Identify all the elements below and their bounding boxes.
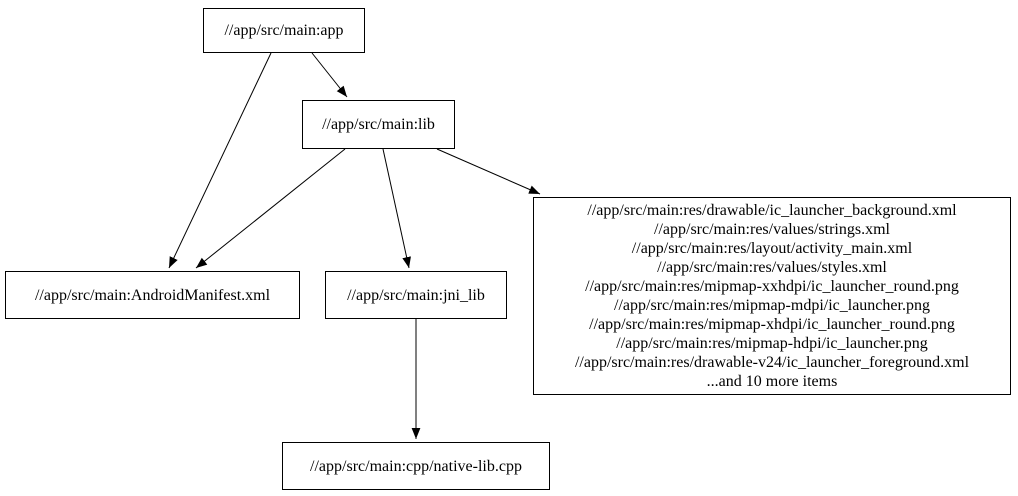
res-file-line: //app/src/main:res/layout/activity_main.… <box>631 240 913 257</box>
node-jni-lib-label: //app/src/main:jni_lib <box>347 286 485 304</box>
res-file-line: //app/src/main:res/values/strings.xml <box>654 221 890 238</box>
res-more-items-line: ...and 10 more items <box>706 373 838 390</box>
res-file-line: //app/src/main:res/drawable/ic_launcher_… <box>587 202 957 219</box>
node-lib-label: //app/src/main:lib <box>322 116 435 133</box>
edge-lib-to-res <box>436 148 541 195</box>
res-file-line: //app/src/main:res/values/styles.xml <box>657 259 887 276</box>
res-file-line: //app/src/main:res/mipmap-mdpi/ic_launch… <box>614 297 930 314</box>
node-lib-target: //app/src/main:lib <box>302 100 455 149</box>
node-jni-lib: //app/src/main:jni_lib <box>325 271 507 319</box>
node-res-file-group: //app/src/main:res/drawable/ic_launcher_… <box>533 197 1011 395</box>
node-native-lib-cpp: //app/src/main:cpp/native-lib.cpp <box>282 442 550 490</box>
node-android-manifest-label: //app/src/main:AndroidManifest.xml <box>34 286 271 304</box>
edge-app-to-lib <box>311 52 348 98</box>
node-app-target: //app/src/main:app <box>203 8 365 53</box>
node-native-lib-cpp-label: //app/src/main:cpp/native-lib.cpp <box>310 457 522 475</box>
res-file-line: //app/src/main:res/mipmap-xhdpi/ic_launc… <box>589 316 955 333</box>
edge-lib-to-manifest <box>195 148 346 269</box>
res-file-line: //app/src/main:res/drawable-v24/ic_launc… <box>574 354 970 371</box>
edge-lib-to-jni-lib <box>382 148 411 269</box>
res-file-line: //app/src/main:res/mipmap-xxhdpi/ic_laun… <box>585 278 959 295</box>
node-android-manifest: //app/src/main:AndroidManifest.xml <box>5 271 300 319</box>
node-app-label: //app/src/main:app <box>224 22 344 39</box>
edge-app-to-manifest <box>168 52 272 269</box>
res-file-line: //app/src/main:res/mipmap-hdpi/ic_launch… <box>616 335 928 352</box>
